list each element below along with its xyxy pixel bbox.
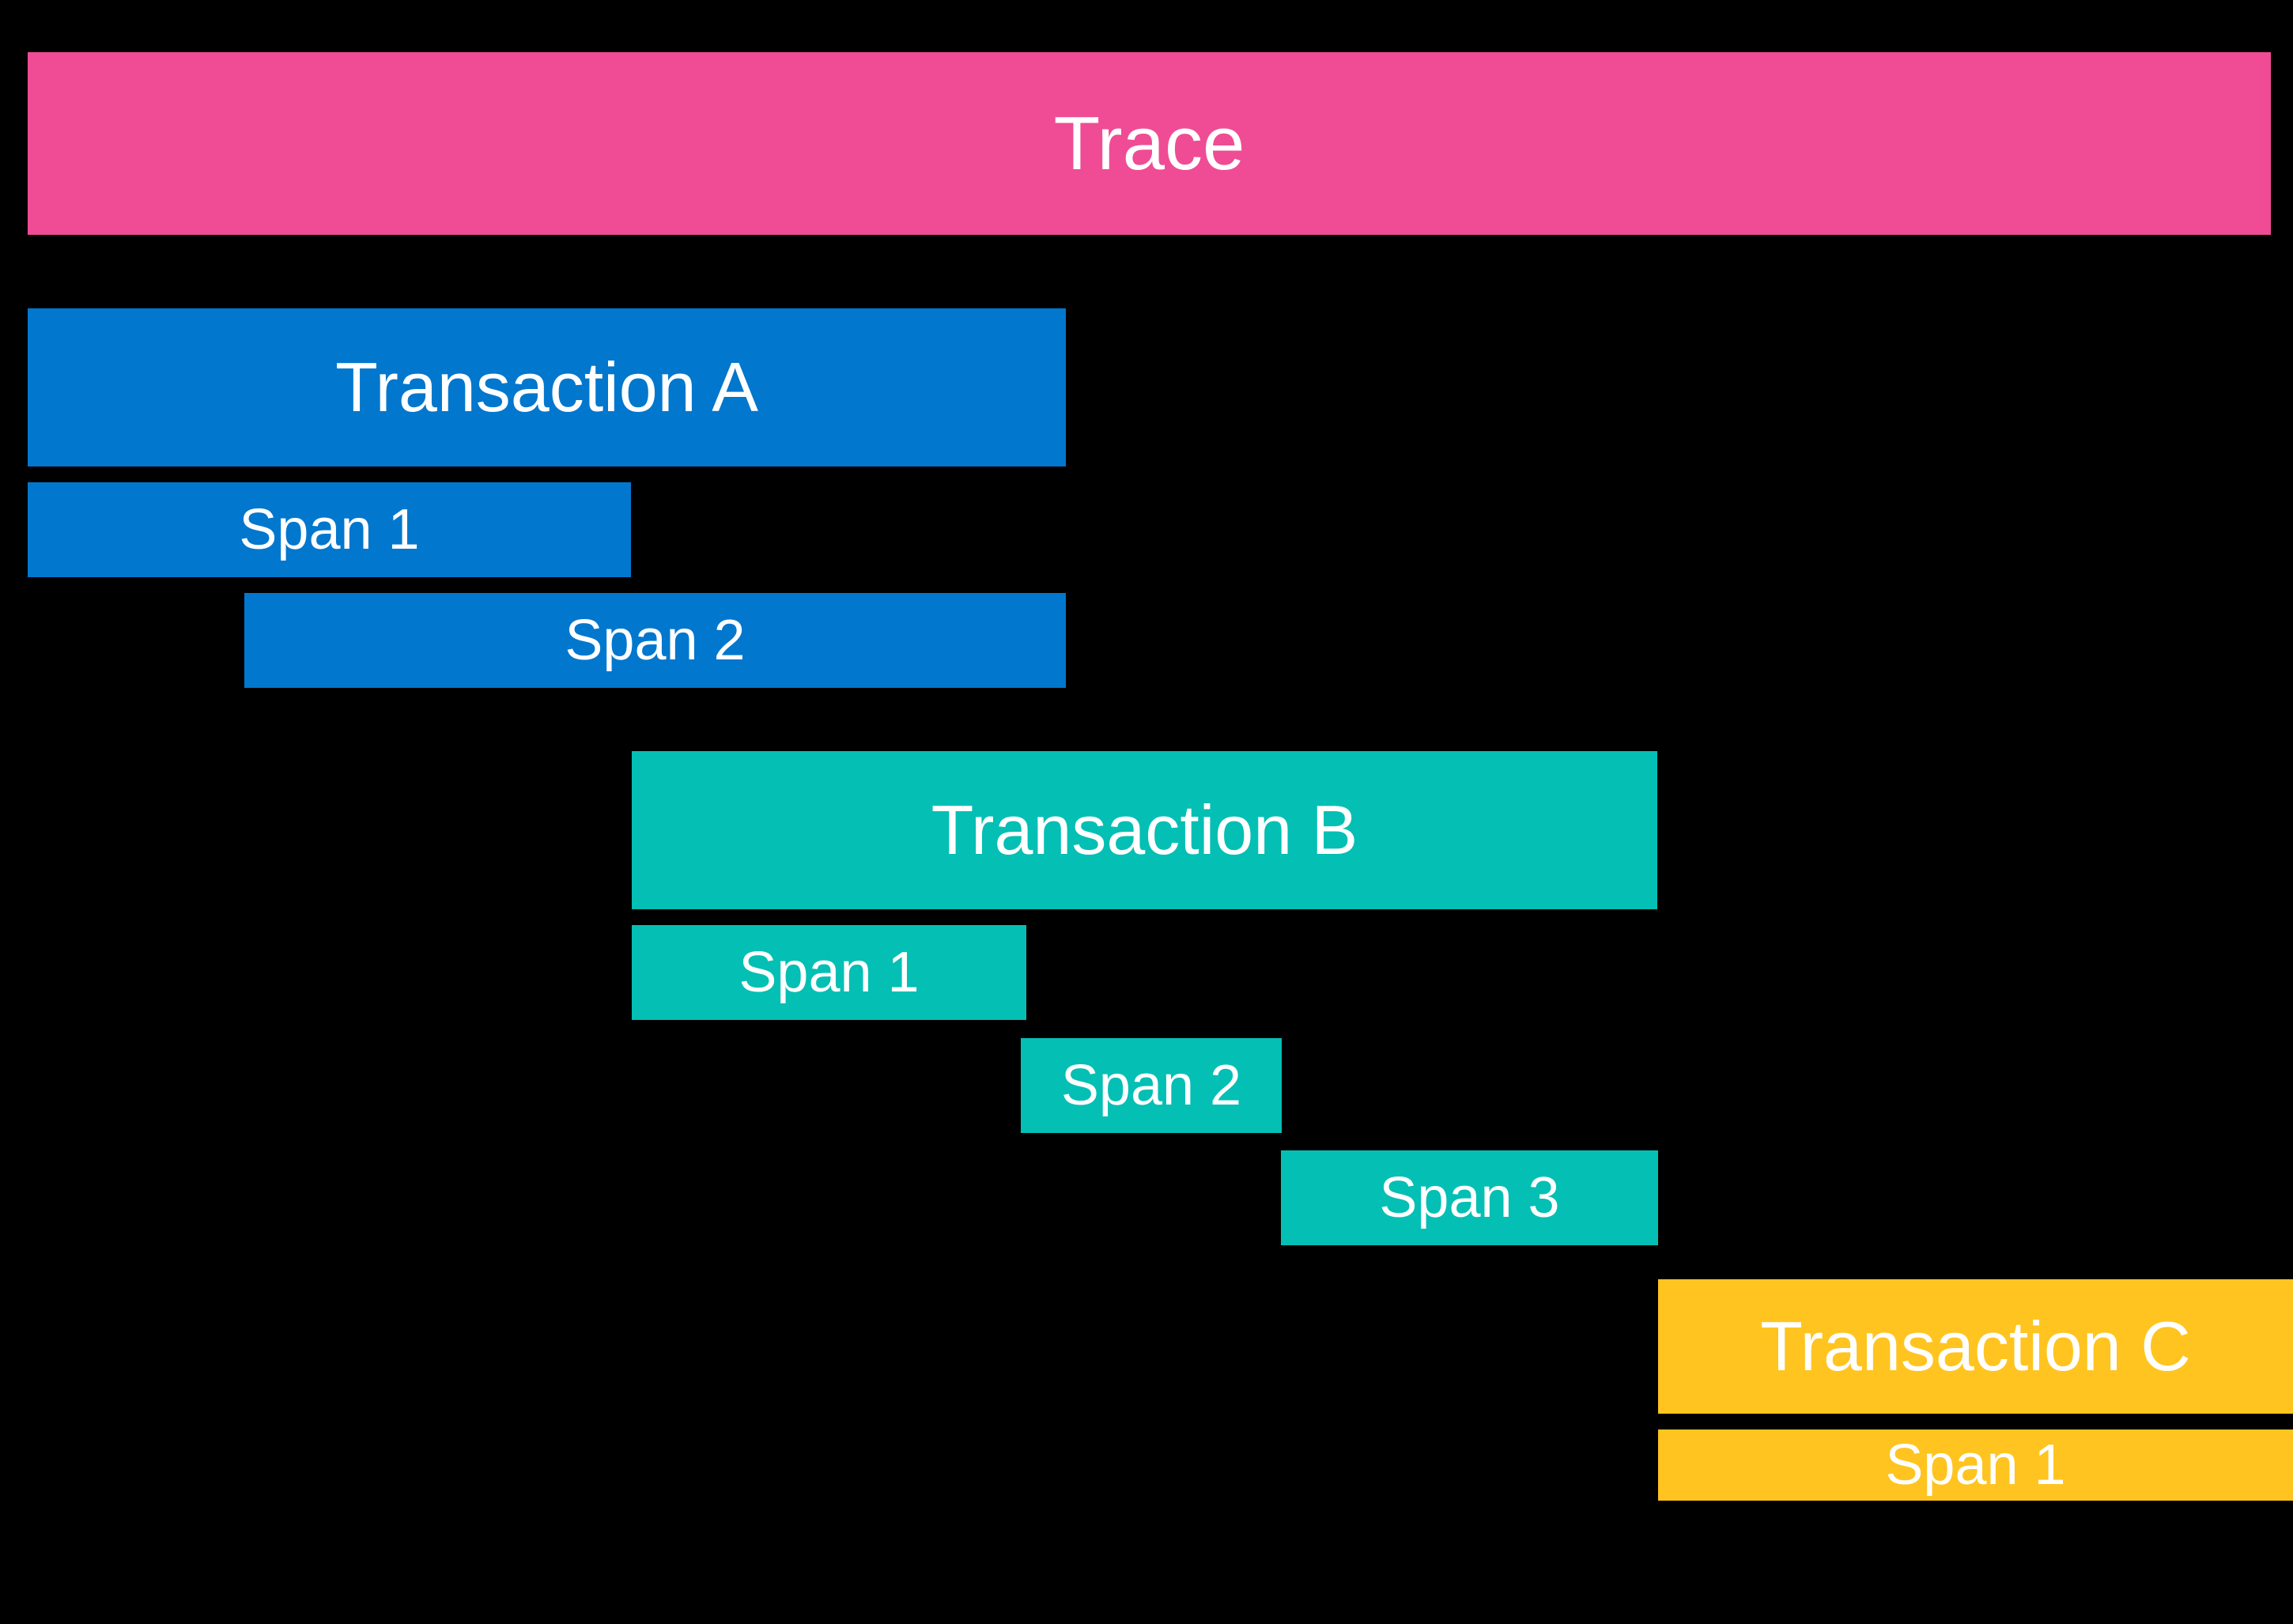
bar-transaction-c-span-1[interactable]: Span 1	[1658, 1429, 2293, 1501]
bar-transaction-c[interactable]: Transaction C	[1658, 1279, 2293, 1414]
transaction-c-label: Transaction C	[1760, 1307, 2191, 1385]
transaction-a-label: Transaction A	[335, 348, 758, 426]
bar-transaction-b-span-2[interactable]: Span 2	[1021, 1038, 1282, 1133]
bar-transaction-a-span-2[interactable]: Span 2	[244, 593, 1066, 688]
bar-transaction-b[interactable]: Transaction B	[632, 751, 1657, 909]
bar-transaction-a-span-1[interactable]: Span 1	[28, 482, 631, 577]
bar-transaction-a[interactable]: Transaction A	[28, 308, 1066, 466]
bar-transaction-b-span-1[interactable]: Span 1	[632, 925, 1026, 1020]
transaction-a-span-2-label: Span 2	[565, 609, 746, 672]
bar-transaction-b-span-3[interactable]: Span 3	[1281, 1150, 1658, 1245]
transaction-c-span-1-label: Span 1	[1885, 1433, 2066, 1497]
transaction-b-span-2-label: Span 2	[1060, 1054, 1242, 1117]
transaction-a-span-1-label: Span 1	[239, 498, 420, 561]
transaction-b-span-1-label: Span 1	[739, 941, 920, 1004]
transaction-b-span-3-label: Span 3	[1379, 1166, 1560, 1229]
bar-trace[interactable]: Trace	[28, 52, 2271, 235]
trace-label: Trace	[1053, 100, 1245, 186]
transaction-b-label: Transaction B	[931, 791, 1358, 869]
